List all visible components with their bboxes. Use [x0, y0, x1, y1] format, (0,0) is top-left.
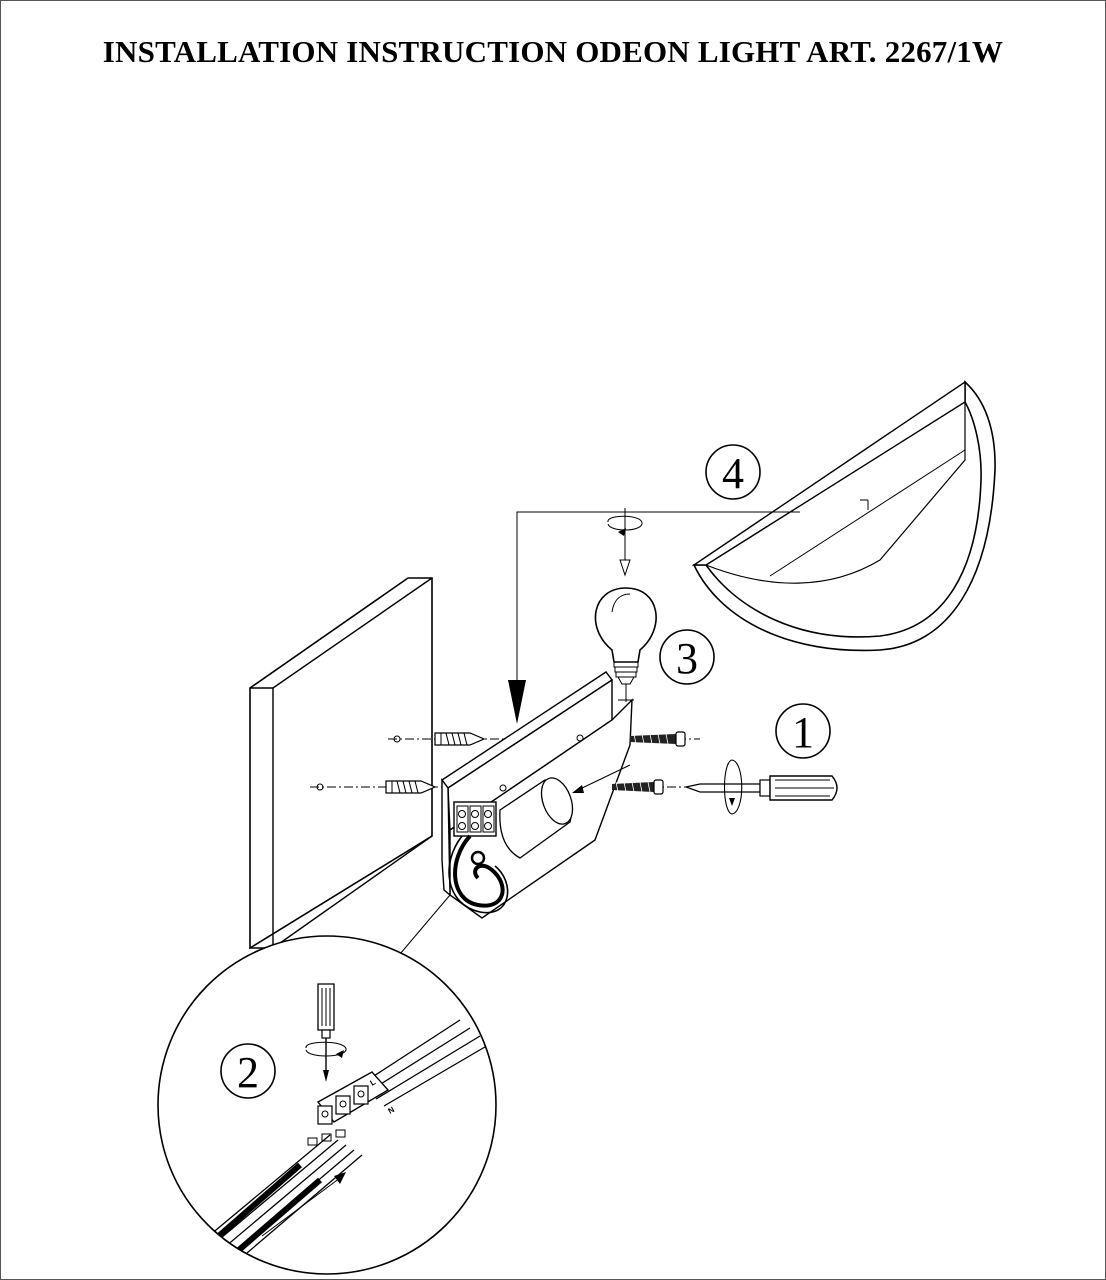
- wall-plug-upper: [434, 732, 486, 746]
- step-4-number: 4: [722, 449, 744, 498]
- terminal-label-l: L: [369, 1077, 378, 1087]
- screw-lower: [612, 779, 664, 795]
- step-3-number: 3: [676, 634, 698, 683]
- step-2-marker: 2: [220, 1043, 276, 1099]
- screwdriver-icon: [683, 759, 838, 815]
- step-4-marker: 4: [705, 444, 761, 500]
- step-4-arrow: [508, 511, 800, 724]
- fixture-base-bracket: [440, 671, 633, 919]
- light-bulb-icon: [594, 508, 657, 702]
- screwdriver-vertical-icon: [305, 983, 347, 1082]
- internal-wires: [448, 834, 509, 914]
- wiring-detail-circle: L N: [157, 935, 497, 1275]
- wall-panel: [249, 577, 433, 950]
- terminal-block-fixture: [453, 801, 497, 837]
- terminal-label-n: N: [387, 1105, 397, 1116]
- step-1-marker: 1: [775, 703, 831, 759]
- lamp-shade: [691, 380, 996, 652]
- wall-plug-lower: [385, 780, 437, 794]
- step-1-number: 1: [792, 708, 814, 757]
- step-3-marker: 3: [659, 629, 715, 685]
- page-title: INSTALLATION INSTRUCTION ODEON LIGHT ART…: [102, 34, 1004, 69]
- screw-upper: [630, 731, 686, 747]
- step-2-number: 2: [237, 1048, 259, 1097]
